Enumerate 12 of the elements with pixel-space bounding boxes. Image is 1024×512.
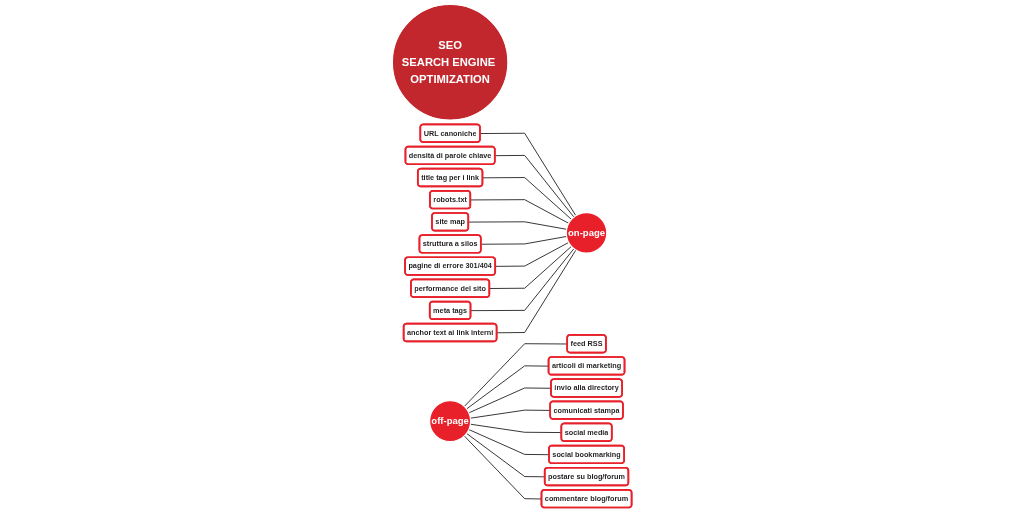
connector bbox=[489, 245, 572, 289]
node-circle: SEO SEARCH ENGINE OPTIMIZATION bbox=[391, 3, 509, 121]
connector bbox=[482, 177, 572, 220]
connector bbox=[496, 249, 577, 334]
connector bbox=[463, 343, 568, 407]
connector bbox=[479, 132, 577, 217]
connector bbox=[470, 248, 575, 312]
node-circle: off-page bbox=[429, 400, 472, 443]
node-circle: on-page bbox=[565, 212, 608, 254]
connector bbox=[495, 242, 570, 267]
connector bbox=[494, 154, 575, 218]
connector bbox=[470, 199, 570, 224]
